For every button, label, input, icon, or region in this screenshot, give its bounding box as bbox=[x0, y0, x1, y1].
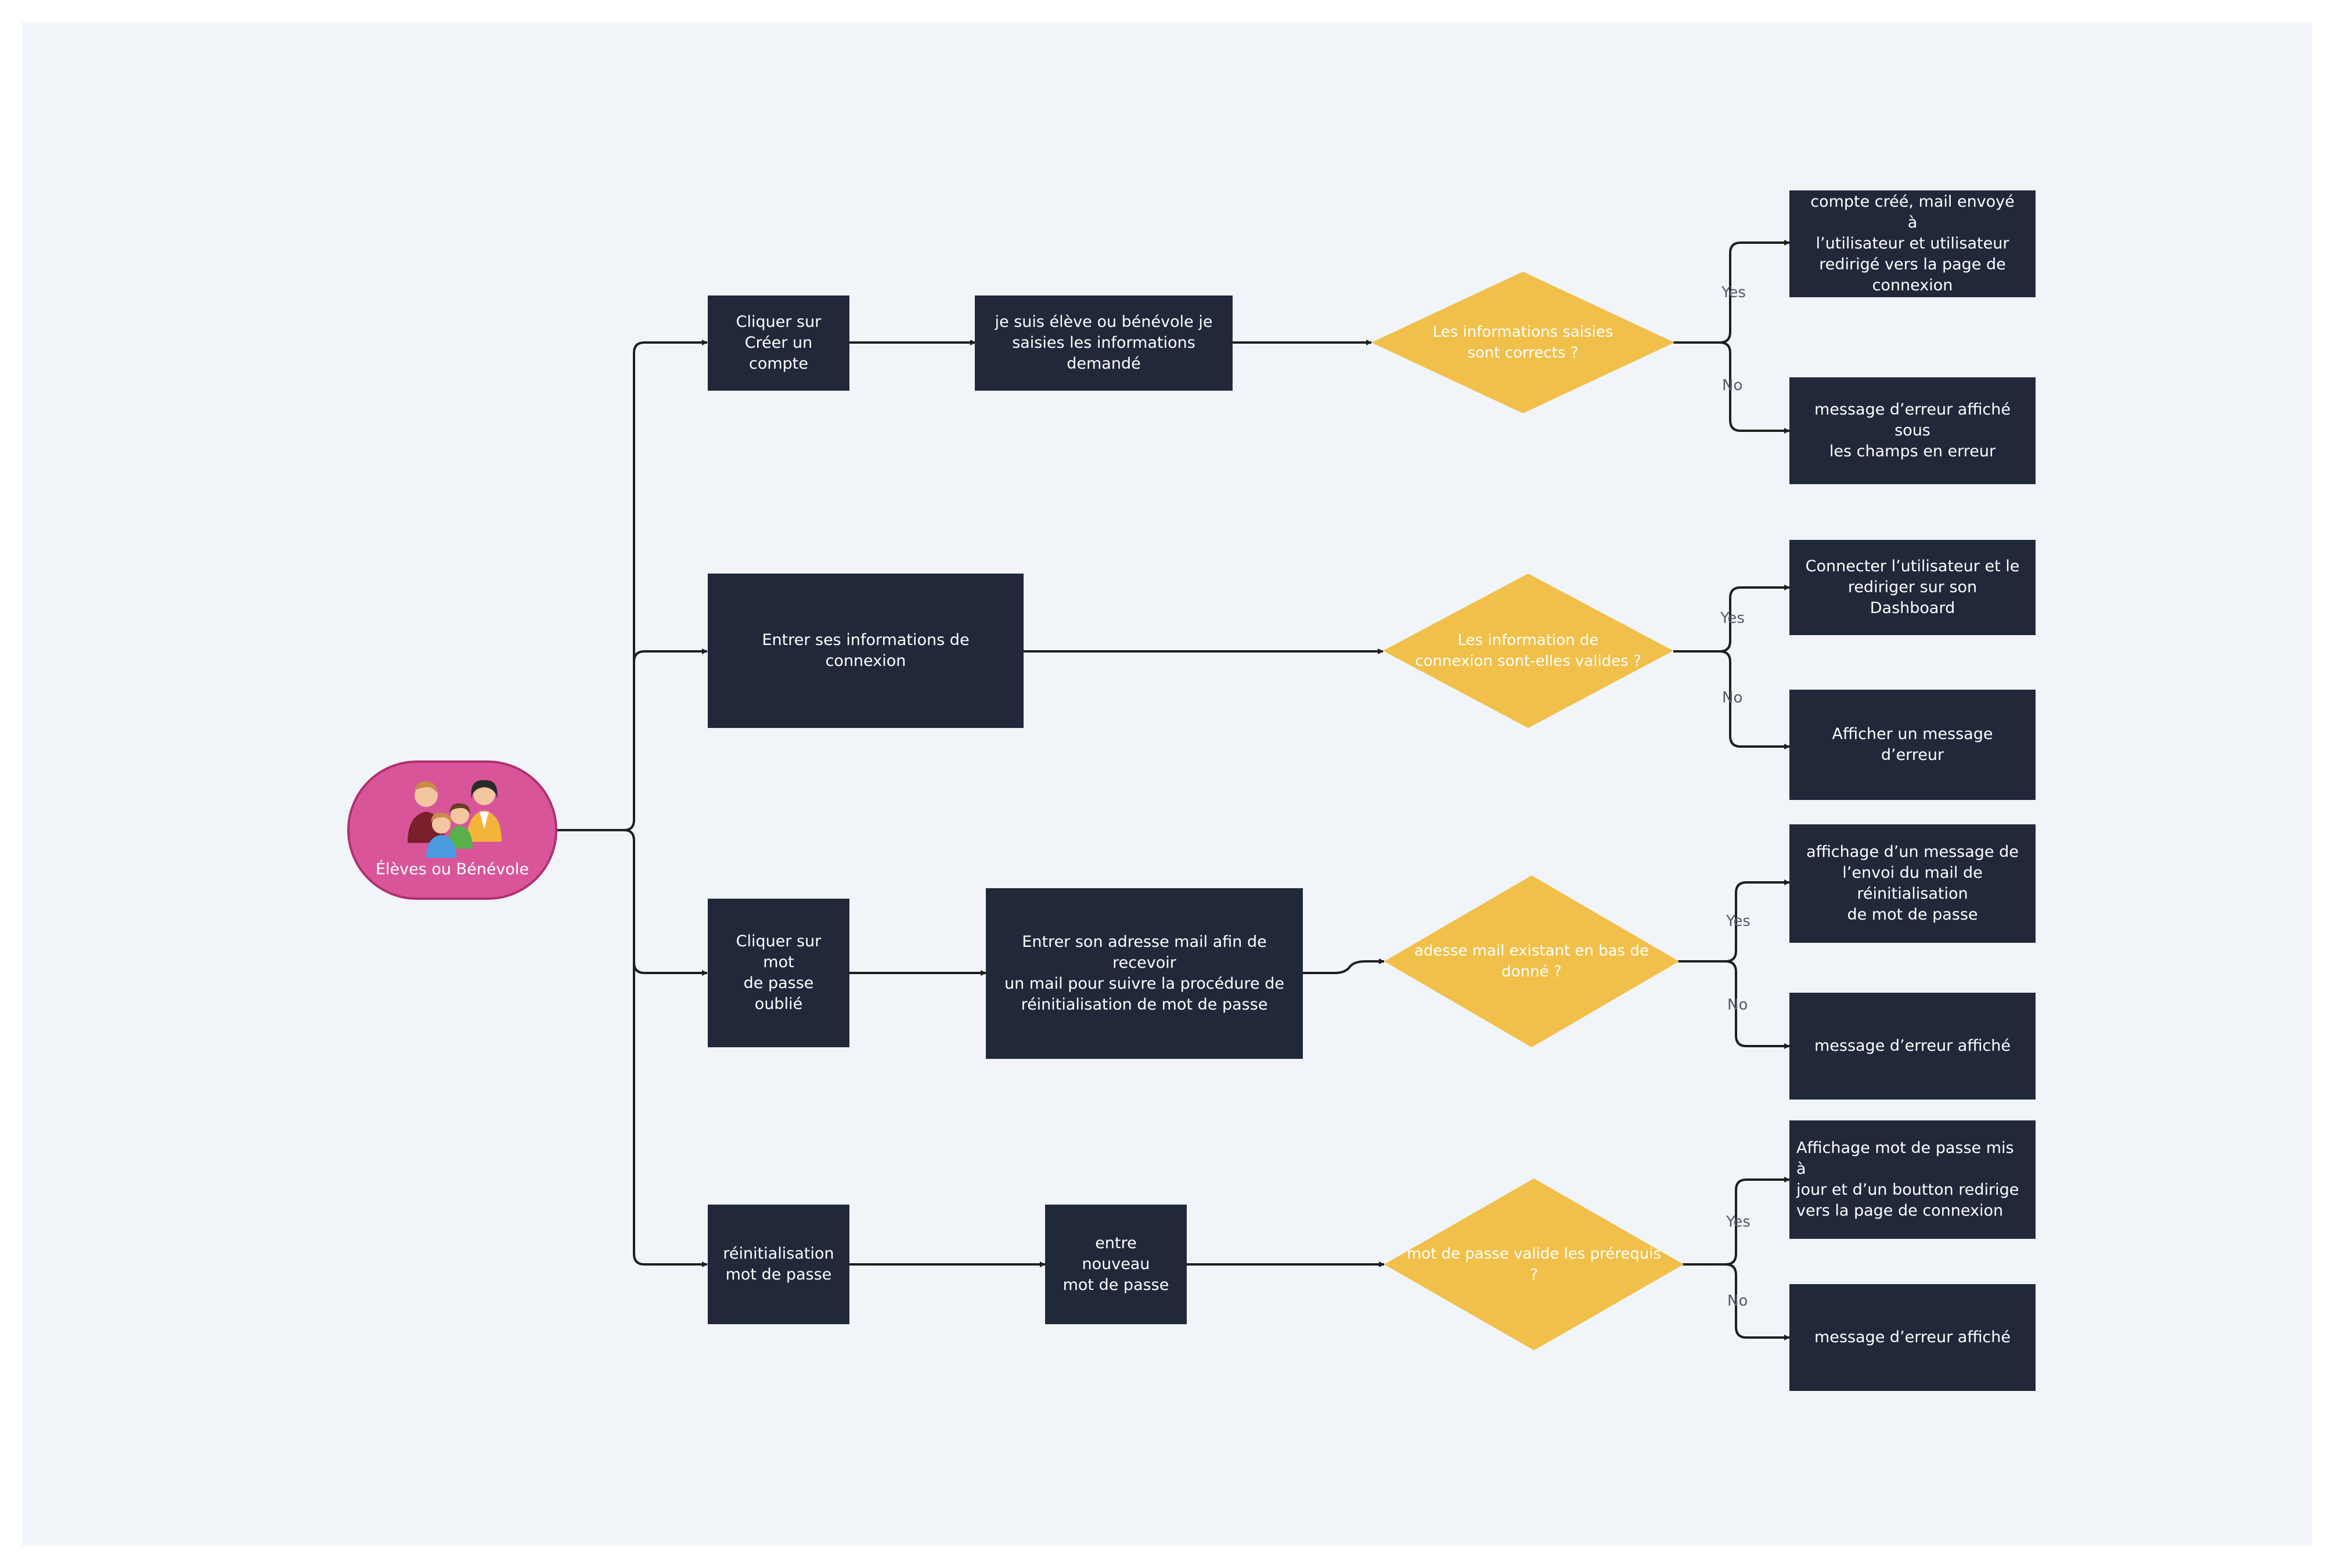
label-yes-r2: Yes bbox=[1720, 610, 1745, 627]
connector-r1-no bbox=[1719, 341, 1790, 434]
result-email-error: message d’erreur affiché bbox=[1789, 993, 2036, 1100]
decision-login-valid: Les information de connexion sont-elles … bbox=[1383, 574, 1673, 728]
result-password-error: message d’erreur affiché bbox=[1789, 1284, 2036, 1391]
result-reset-mail-sent: affichage d’un message de l’envoi du mai… bbox=[1789, 824, 2036, 943]
step-forgot-password: Cliquer sur mot de passe oublié bbox=[708, 899, 849, 1047]
connector-r3-no bbox=[1725, 960, 1790, 1049]
label-yes-r3: Yes bbox=[1726, 913, 1751, 930]
step-create-account: Cliquer sur Créer un compte bbox=[708, 295, 849, 391]
label-no-r3: No bbox=[1727, 996, 1748, 1014]
label-yes-r1: Yes bbox=[1721, 284, 1746, 301]
connector-r2-no bbox=[1719, 650, 1790, 749]
step-new-password: entre nouveau mot de passe bbox=[1045, 1205, 1187, 1324]
result-password-updated: Affichage mot de passe mis à jour et d’u… bbox=[1789, 1120, 2036, 1239]
decision-email-exists: adesse mail existant en bas de donné ? bbox=[1384, 875, 1679, 1047]
connector-r3-step2-decision bbox=[1302, 958, 1385, 974]
step-enter-info: je suis élève ou bénévole je saisies les… bbox=[975, 295, 1233, 391]
connector-start-row4 bbox=[633, 963, 708, 1267]
step-enter-email: Entrer son adresse mail afin de recevoir… bbox=[986, 888, 1303, 1059]
label-no-r2: No bbox=[1722, 689, 1743, 706]
step-enter-login-info: Entrer ses informations de connexion bbox=[708, 574, 1024, 728]
label-yes-r4: Yes bbox=[1726, 1213, 1751, 1231]
result-account-created: compte créé, mail envoyé à l’utilisateur… bbox=[1789, 190, 2036, 297]
label-no-r1: No bbox=[1722, 377, 1743, 394]
result-error-fields: message d’erreur affiché sous les champs… bbox=[1789, 377, 2036, 484]
decision-password-valid: mot de passe valide les prérequis ? bbox=[1384, 1178, 1684, 1350]
connector-start-row2 bbox=[633, 648, 708, 662]
decision-info-correct: Les informations saisies sont corrects ? bbox=[1371, 272, 1674, 413]
result-login-dashboard: Connecter l’utilisateur et le rediriger … bbox=[1789, 540, 2036, 635]
start-node: Élèves ou Bénévole bbox=[347, 760, 557, 900]
step-reset-password: réinitialisation mot de passe bbox=[708, 1205, 849, 1324]
family-icon bbox=[408, 780, 502, 858]
connector-start-trunk bbox=[557, 340, 708, 831]
start-label: Élèves ou Bénévole bbox=[375, 860, 530, 878]
label-no-r4: No bbox=[1727, 1292, 1748, 1310]
connector-r4-no bbox=[1725, 1263, 1790, 1340]
result-login-error: Afficher un message d’erreur bbox=[1789, 690, 2036, 800]
connector-start-row3 bbox=[624, 829, 708, 976]
